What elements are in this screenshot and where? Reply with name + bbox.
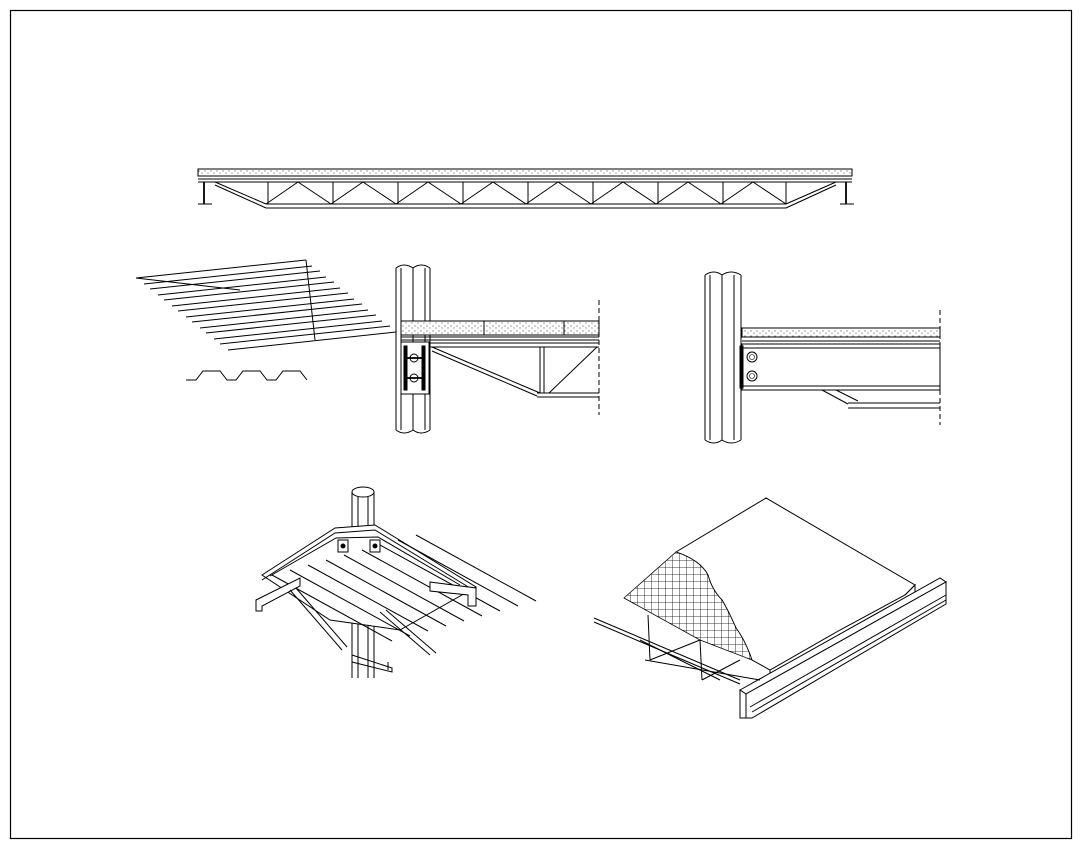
line-segment xyxy=(205,314,377,334)
line-segment xyxy=(143,265,313,285)
line-segment xyxy=(330,181,364,205)
line-segment xyxy=(297,181,332,205)
line-segment xyxy=(227,331,397,351)
line-segment xyxy=(590,181,624,205)
line-segment xyxy=(289,569,411,637)
line-segment xyxy=(191,303,363,323)
line-segment xyxy=(460,181,494,205)
line-segment xyxy=(157,276,327,296)
line-segment xyxy=(557,181,592,205)
line-segment xyxy=(199,309,369,329)
line-segment xyxy=(622,181,657,205)
line-segment xyxy=(213,320,383,340)
column-deck-isometric xyxy=(255,486,537,678)
line-segment xyxy=(265,181,299,205)
line-segment xyxy=(525,181,559,205)
line-segment xyxy=(379,544,501,612)
line-segment xyxy=(135,259,307,279)
line-segment xyxy=(752,181,787,205)
line-segment xyxy=(135,277,241,291)
composite-slab-isometric xyxy=(593,497,947,719)
line-segment xyxy=(185,298,355,318)
truss-joist-elevation xyxy=(197,168,854,209)
line-segment xyxy=(397,539,519,607)
column-connection-detail-right xyxy=(704,271,941,444)
line-segment xyxy=(305,259,316,341)
line-segment xyxy=(395,181,429,205)
line-segment xyxy=(163,281,335,301)
column-connection-detail-left xyxy=(395,264,600,434)
line-segment xyxy=(149,270,321,290)
line-segment xyxy=(362,181,397,205)
line-segment xyxy=(655,181,689,205)
line-segment xyxy=(177,292,349,312)
line-segment xyxy=(219,325,391,345)
line-segment xyxy=(415,534,537,602)
line-segment xyxy=(492,181,527,205)
line-segment xyxy=(343,554,465,622)
line-segment xyxy=(687,181,722,205)
line-segment xyxy=(720,181,754,205)
line-segment xyxy=(171,287,341,307)
corrugated-deck-profile xyxy=(135,259,397,381)
line-segment xyxy=(325,559,447,627)
line-segment xyxy=(427,181,462,205)
line-segment xyxy=(361,549,483,617)
line-segment xyxy=(307,564,429,632)
sheet-border xyxy=(9,9,1073,840)
